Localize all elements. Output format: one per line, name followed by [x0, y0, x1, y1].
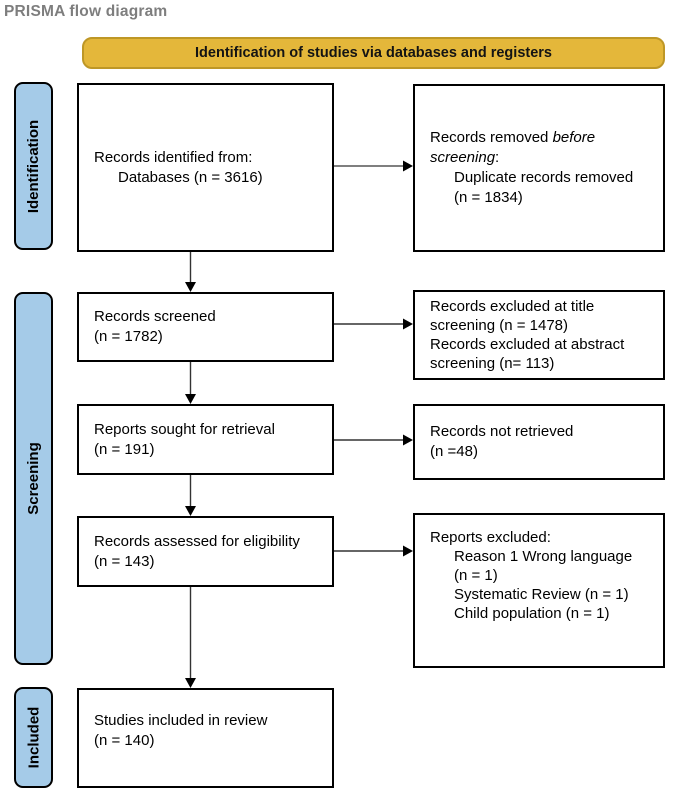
box-line: Systematic Review (n = 1): [454, 586, 629, 603]
box-line: Reports sought for retrieval: [94, 420, 275, 438]
arrow-sought-to-not-retrieved: [334, 434, 413, 446]
box-records-removed: Records removed before screening: Duplic…: [413, 84, 665, 252]
box-line: Child population (n = 1): [454, 605, 610, 622]
box-line: Reason 1 Wrong language: [454, 548, 633, 565]
box-line: Records not retrieved: [430, 423, 574, 440]
box-line: Records removed before: [430, 129, 596, 146]
arrow-screened-to-excluded: [334, 318, 413, 330]
stage-identification: Identification: [14, 82, 53, 250]
box-records-not-retrieved: Records not retrieved (n =48): [413, 404, 665, 480]
box-records-screened: Records screened (n = 1782): [77, 292, 334, 362]
box-records-excluded-screening: Records excluded at title screening (n =…: [413, 290, 665, 380]
banner-identification-of-studies: Identification of studies via databases …: [82, 37, 665, 69]
box-line: screening (n = 1478): [430, 317, 569, 334]
stage-screening: Screening: [14, 292, 53, 665]
box-studies-included: Studies included in review (n = 140): [77, 688, 334, 788]
box-line: Reports excluded:: [430, 529, 551, 546]
box-line: (n = 1834): [454, 189, 523, 206]
page-title: PRISMA flow diagram: [4, 3, 168, 20]
box-reports-excluded: Reports excluded: Reason 1 Wrong languag…: [413, 513, 665, 668]
stage-screening-label: Screening: [25, 442, 42, 515]
box-line: (n = 1): [454, 567, 498, 584]
stage-included: Included: [14, 687, 53, 788]
banner-label: Identification of studies via databases …: [195, 45, 552, 61]
box-line: screening:: [430, 149, 500, 166]
arrow-identified-to-screened: [185, 252, 196, 292]
arrow-assessed-to-included: [185, 587, 196, 688]
box-line: (n =48): [430, 443, 478, 460]
arrow-sought-to-assessed: [185, 475, 196, 516]
box-line: screening (n= 113): [430, 355, 555, 372]
box-line: (n = 140): [94, 732, 155, 749]
box-line: (n = 191): [94, 440, 155, 458]
box-records-assessed: Records assessed for eligibility (n = 14…: [77, 516, 334, 587]
box-line: (n = 143): [94, 552, 155, 570]
box-line: Records excluded at title: [430, 298, 595, 315]
stage-identification-label: Identification: [25, 119, 42, 213]
box-line: Studies included in review: [94, 712, 268, 729]
box-records-identified: Records identified from: Databases (n = …: [77, 83, 334, 252]
stage-included-label: Included: [25, 706, 43, 769]
box-line: Records assessed for eligibility: [94, 532, 300, 550]
box-line: Records screened: [94, 308, 216, 325]
arrow-identified-to-removed: [334, 160, 413, 172]
box-reports-sought: Reports sought for retrieval (n = 191): [77, 404, 334, 475]
box-line: Records excluded at abstract: [430, 336, 625, 353]
box-line: Databases (n = 3616): [118, 168, 263, 186]
arrow-assessed-to-reports-excluded: [334, 545, 413, 557]
arrow-screened-to-sought: [185, 362, 196, 404]
box-line: (n = 1782): [94, 328, 163, 345]
box-line: Duplicate records removed: [454, 169, 634, 186]
box-line: Records identified from:: [94, 148, 253, 166]
